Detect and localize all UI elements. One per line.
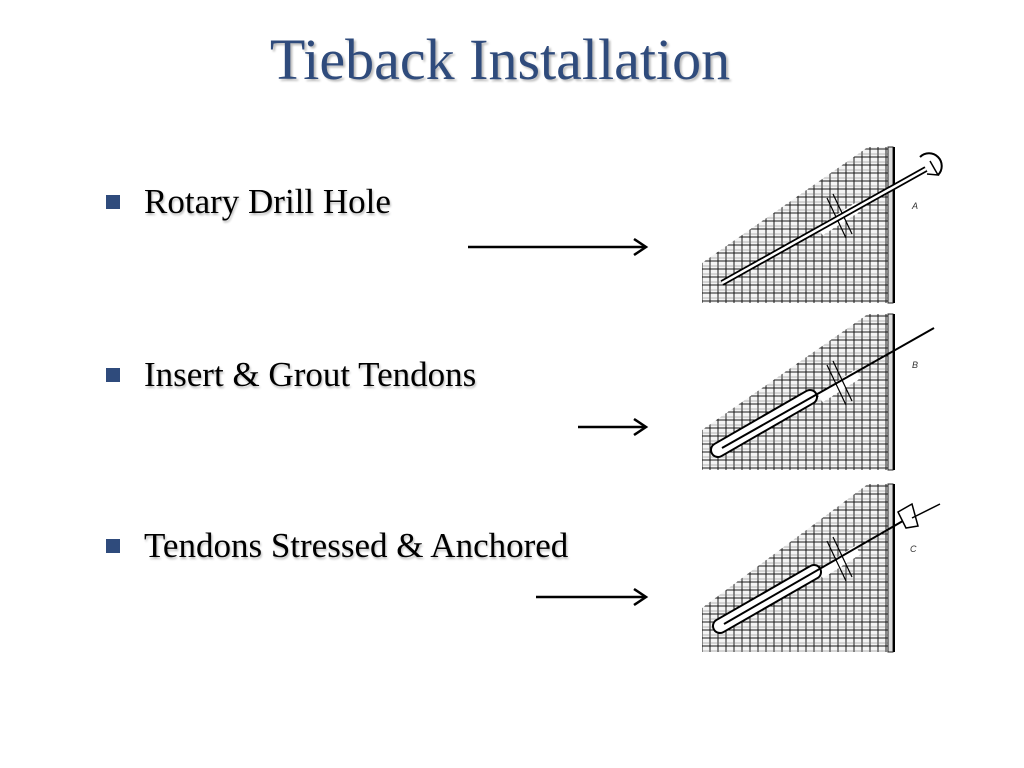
right-arrow-icon: [578, 417, 649, 437]
drill-hole-diagram: A: [702, 146, 943, 304]
diagram-tag-b: B: [912, 360, 918, 370]
slide-title: Tieback Installation: [269, 27, 731, 92]
bullet-item-drill: Rotary Drill Hole: [106, 182, 391, 222]
bullet-item-anchor: Tendons Stressed & Anchored: [106, 526, 568, 566]
bullet-label: Rotary Drill Hole: [144, 182, 391, 221]
stressed-anchored-diagram: C: [702, 483, 941, 653]
square-bullet-icon: [106, 368, 120, 382]
right-arrow-icon: [468, 237, 649, 257]
right-arrow-icon: [536, 587, 649, 607]
grout-tendons-diagram: B: [702, 313, 935, 471]
diagram-tag-a: A: [911, 201, 918, 211]
bullet-label: Insert & Grout Tendons: [144, 355, 477, 394]
square-bullet-icon: [106, 195, 120, 209]
square-bullet-icon: [106, 539, 120, 553]
bullet-label: Tendons Stressed & Anchored: [144, 526, 569, 565]
bullet-item-grout: Insert & Grout Tendons: [106, 355, 476, 395]
diagram-tag-c: C: [910, 544, 917, 554]
